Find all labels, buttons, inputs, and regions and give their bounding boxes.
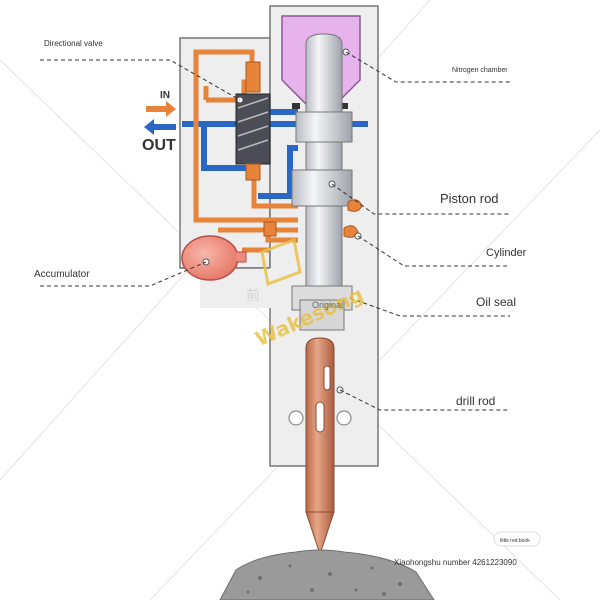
out-arrow bbox=[144, 119, 176, 135]
watermark-tag: little red book bbox=[500, 538, 530, 544]
watermark-source: Xiaohongshu number 4261223090 bbox=[394, 558, 517, 567]
watermark-original: Original bbox=[312, 300, 343, 310]
cylinder-label: Cylinder bbox=[486, 247, 527, 259]
cylinder-ports bbox=[263, 199, 363, 240]
drill-rod-label: drill rod bbox=[456, 394, 495, 408]
piston-rod bbox=[291, 33, 353, 297]
lower-guide bbox=[291, 285, 353, 331]
out-label: OUT bbox=[142, 137, 176, 154]
seal-rings-top bbox=[292, 103, 348, 109]
rock-pile bbox=[219, 549, 435, 600]
in-label: IN bbox=[160, 90, 170, 101]
piston-rod-label: Piston rod bbox=[440, 191, 499, 206]
oil-seal-label: Oil seal bbox=[476, 295, 516, 309]
directional-valve bbox=[235, 61, 271, 181]
watermark-cjk: 前 bbox=[246, 287, 260, 304]
accumulator-label: Accumulator bbox=[34, 269, 90, 280]
drill-rod bbox=[288, 337, 352, 556]
in-arrow bbox=[146, 101, 176, 117]
leader-lines bbox=[40, 51, 510, 411]
nitrogen-chamber-label: Nitrogen chamber bbox=[452, 67, 508, 74]
rock-texture bbox=[246, 564, 402, 596]
accumulator bbox=[181, 235, 247, 281]
directional-valve-label: Directional valve bbox=[44, 39, 103, 48]
watermark-tag-box bbox=[493, 531, 541, 547]
